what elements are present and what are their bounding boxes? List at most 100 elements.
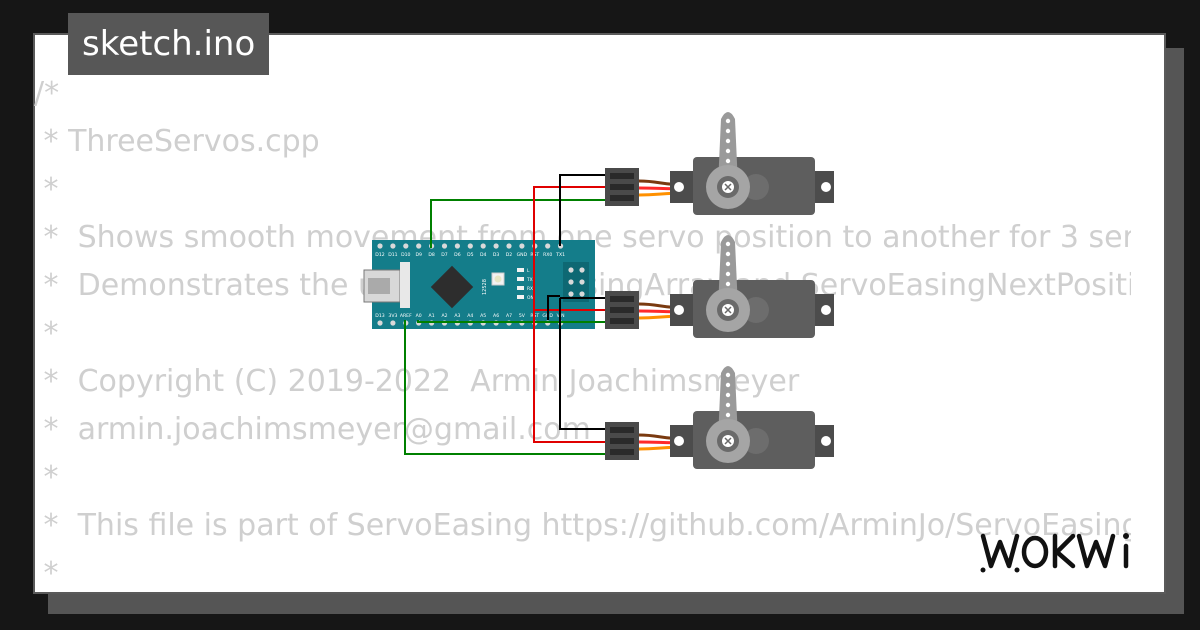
horn-hole <box>725 382 731 388</box>
horn-hole <box>725 412 731 418</box>
horn-hole <box>725 281 731 287</box>
pin-label: 5V <box>519 313 526 319</box>
horn-hole <box>725 271 731 277</box>
led-label: ON <box>527 295 534 301</box>
horn-hole <box>725 128 731 134</box>
wokwi-logo <box>980 533 1129 573</box>
code-preview: /* * ThreeServos.cpp * * Shows smooth mo… <box>34 70 1131 590</box>
screw-slot <box>724 306 732 314</box>
wire-power-servo3 <box>533 320 612 443</box>
horn-hole <box>725 251 731 257</box>
horn-hole <box>725 402 731 408</box>
pin-label: A4 <box>467 313 473 319</box>
mount-hole <box>821 436 831 446</box>
pin-label: D12 <box>375 252 384 258</box>
pin-hole[interactable] <box>377 243 383 249</box>
code-line: * ThreeServos.cpp <box>34 124 320 159</box>
screw-slot <box>724 183 732 191</box>
pin-label: A1 <box>429 313 435 319</box>
pin-hole[interactable] <box>454 243 460 249</box>
horn-hole <box>725 158 731 164</box>
servo-motor[interactable] <box>605 112 834 215</box>
pin-label: D7 <box>441 252 448 258</box>
code-line: * <box>34 556 59 590</box>
connector-pin <box>610 296 634 302</box>
icsp-pin <box>579 267 585 273</box>
pin-label: D4 <box>480 252 487 258</box>
servo-motor[interactable] <box>605 366 834 469</box>
status-led <box>517 268 524 272</box>
mcu-chip <box>430 265 474 309</box>
servo-gear-housing <box>743 297 769 323</box>
horn-hole <box>725 261 731 267</box>
connector-pin <box>610 307 634 313</box>
code-preview-card <box>33 33 1166 594</box>
pin-label: 3V3 <box>388 313 397 319</box>
pin-label: D5 <box>467 252 474 258</box>
led-label: RX <box>527 286 533 292</box>
chip-label: 12528 <box>482 279 488 295</box>
wire-signal-servo2 <box>417 320 612 323</box>
wires <box>404 174 612 455</box>
wire-ground-tap <box>547 295 560 320</box>
reset-button-cap <box>494 275 502 283</box>
pin-label: D9 <box>415 252 422 258</box>
status-led <box>517 286 524 290</box>
pin-label: A5 <box>480 313 486 319</box>
icsp-pin <box>568 279 574 285</box>
pin-label: A3 <box>454 313 460 319</box>
icsp-pin <box>568 291 574 297</box>
horn-hole <box>725 372 731 378</box>
pin-label: D2 <box>506 252 513 258</box>
pin-hole[interactable] <box>441 243 448 249</box>
screw-slot <box>724 437 732 445</box>
pin-hole[interactable] <box>467 243 473 249</box>
wire-power-servo1 <box>533 186 612 320</box>
horn-hole <box>725 392 731 398</box>
pin-label: D3 <box>493 252 500 258</box>
status-led <box>517 277 524 281</box>
pin-hole[interactable] <box>480 243 486 249</box>
code-line: * <box>34 460 59 495</box>
pin-hole[interactable] <box>545 243 551 249</box>
mount-hole <box>674 182 684 192</box>
pin-hole[interactable] <box>403 243 409 249</box>
wire-signal-servo1 <box>430 199 612 248</box>
led-label: TX <box>526 277 533 283</box>
pin-label: D6 <box>454 252 461 258</box>
file-tab[interactable]: sketch.ino <box>68 13 270 75</box>
connector-pin <box>610 195 634 201</box>
pin-hole[interactable] <box>377 320 383 326</box>
mount-hole <box>674 305 684 315</box>
icsp-header <box>563 262 589 302</box>
wire-ground-servo1 <box>559 174 612 246</box>
pin-hole[interactable] <box>519 243 525 249</box>
pin-hole[interactable] <box>506 243 512 249</box>
pin-label: RX0 <box>543 252 552 258</box>
wire-ground-servo3 <box>559 298 612 430</box>
pin-label: A2 <box>441 313 447 319</box>
pin-label: GND <box>517 252 528 258</box>
code-line: * <box>34 316 59 351</box>
pin-label: AREF <box>400 313 412 319</box>
wire-signal-servo3 <box>404 320 612 455</box>
pin-label: D10 <box>401 252 410 258</box>
pin-label: A0 <box>416 313 422 319</box>
pin-hole[interactable] <box>493 243 499 249</box>
pin-hole[interactable] <box>390 243 396 249</box>
connector-pin <box>610 173 634 179</box>
pin-label: D13 <box>375 313 384 319</box>
connector-pin <box>610 184 634 190</box>
led-label: L <box>527 268 530 274</box>
pin-hole[interactable] <box>416 243 422 249</box>
pin-label: D8 <box>428 252 435 258</box>
servo-gear-housing <box>743 174 769 200</box>
pin-hole[interactable] <box>390 320 396 326</box>
servo-motor[interactable] <box>605 235 834 338</box>
horn-hole <box>725 118 731 124</box>
pin-label: TX1 <box>555 252 565 258</box>
pin-label: D11 <box>388 252 397 258</box>
code-line: * <box>34 172 59 207</box>
